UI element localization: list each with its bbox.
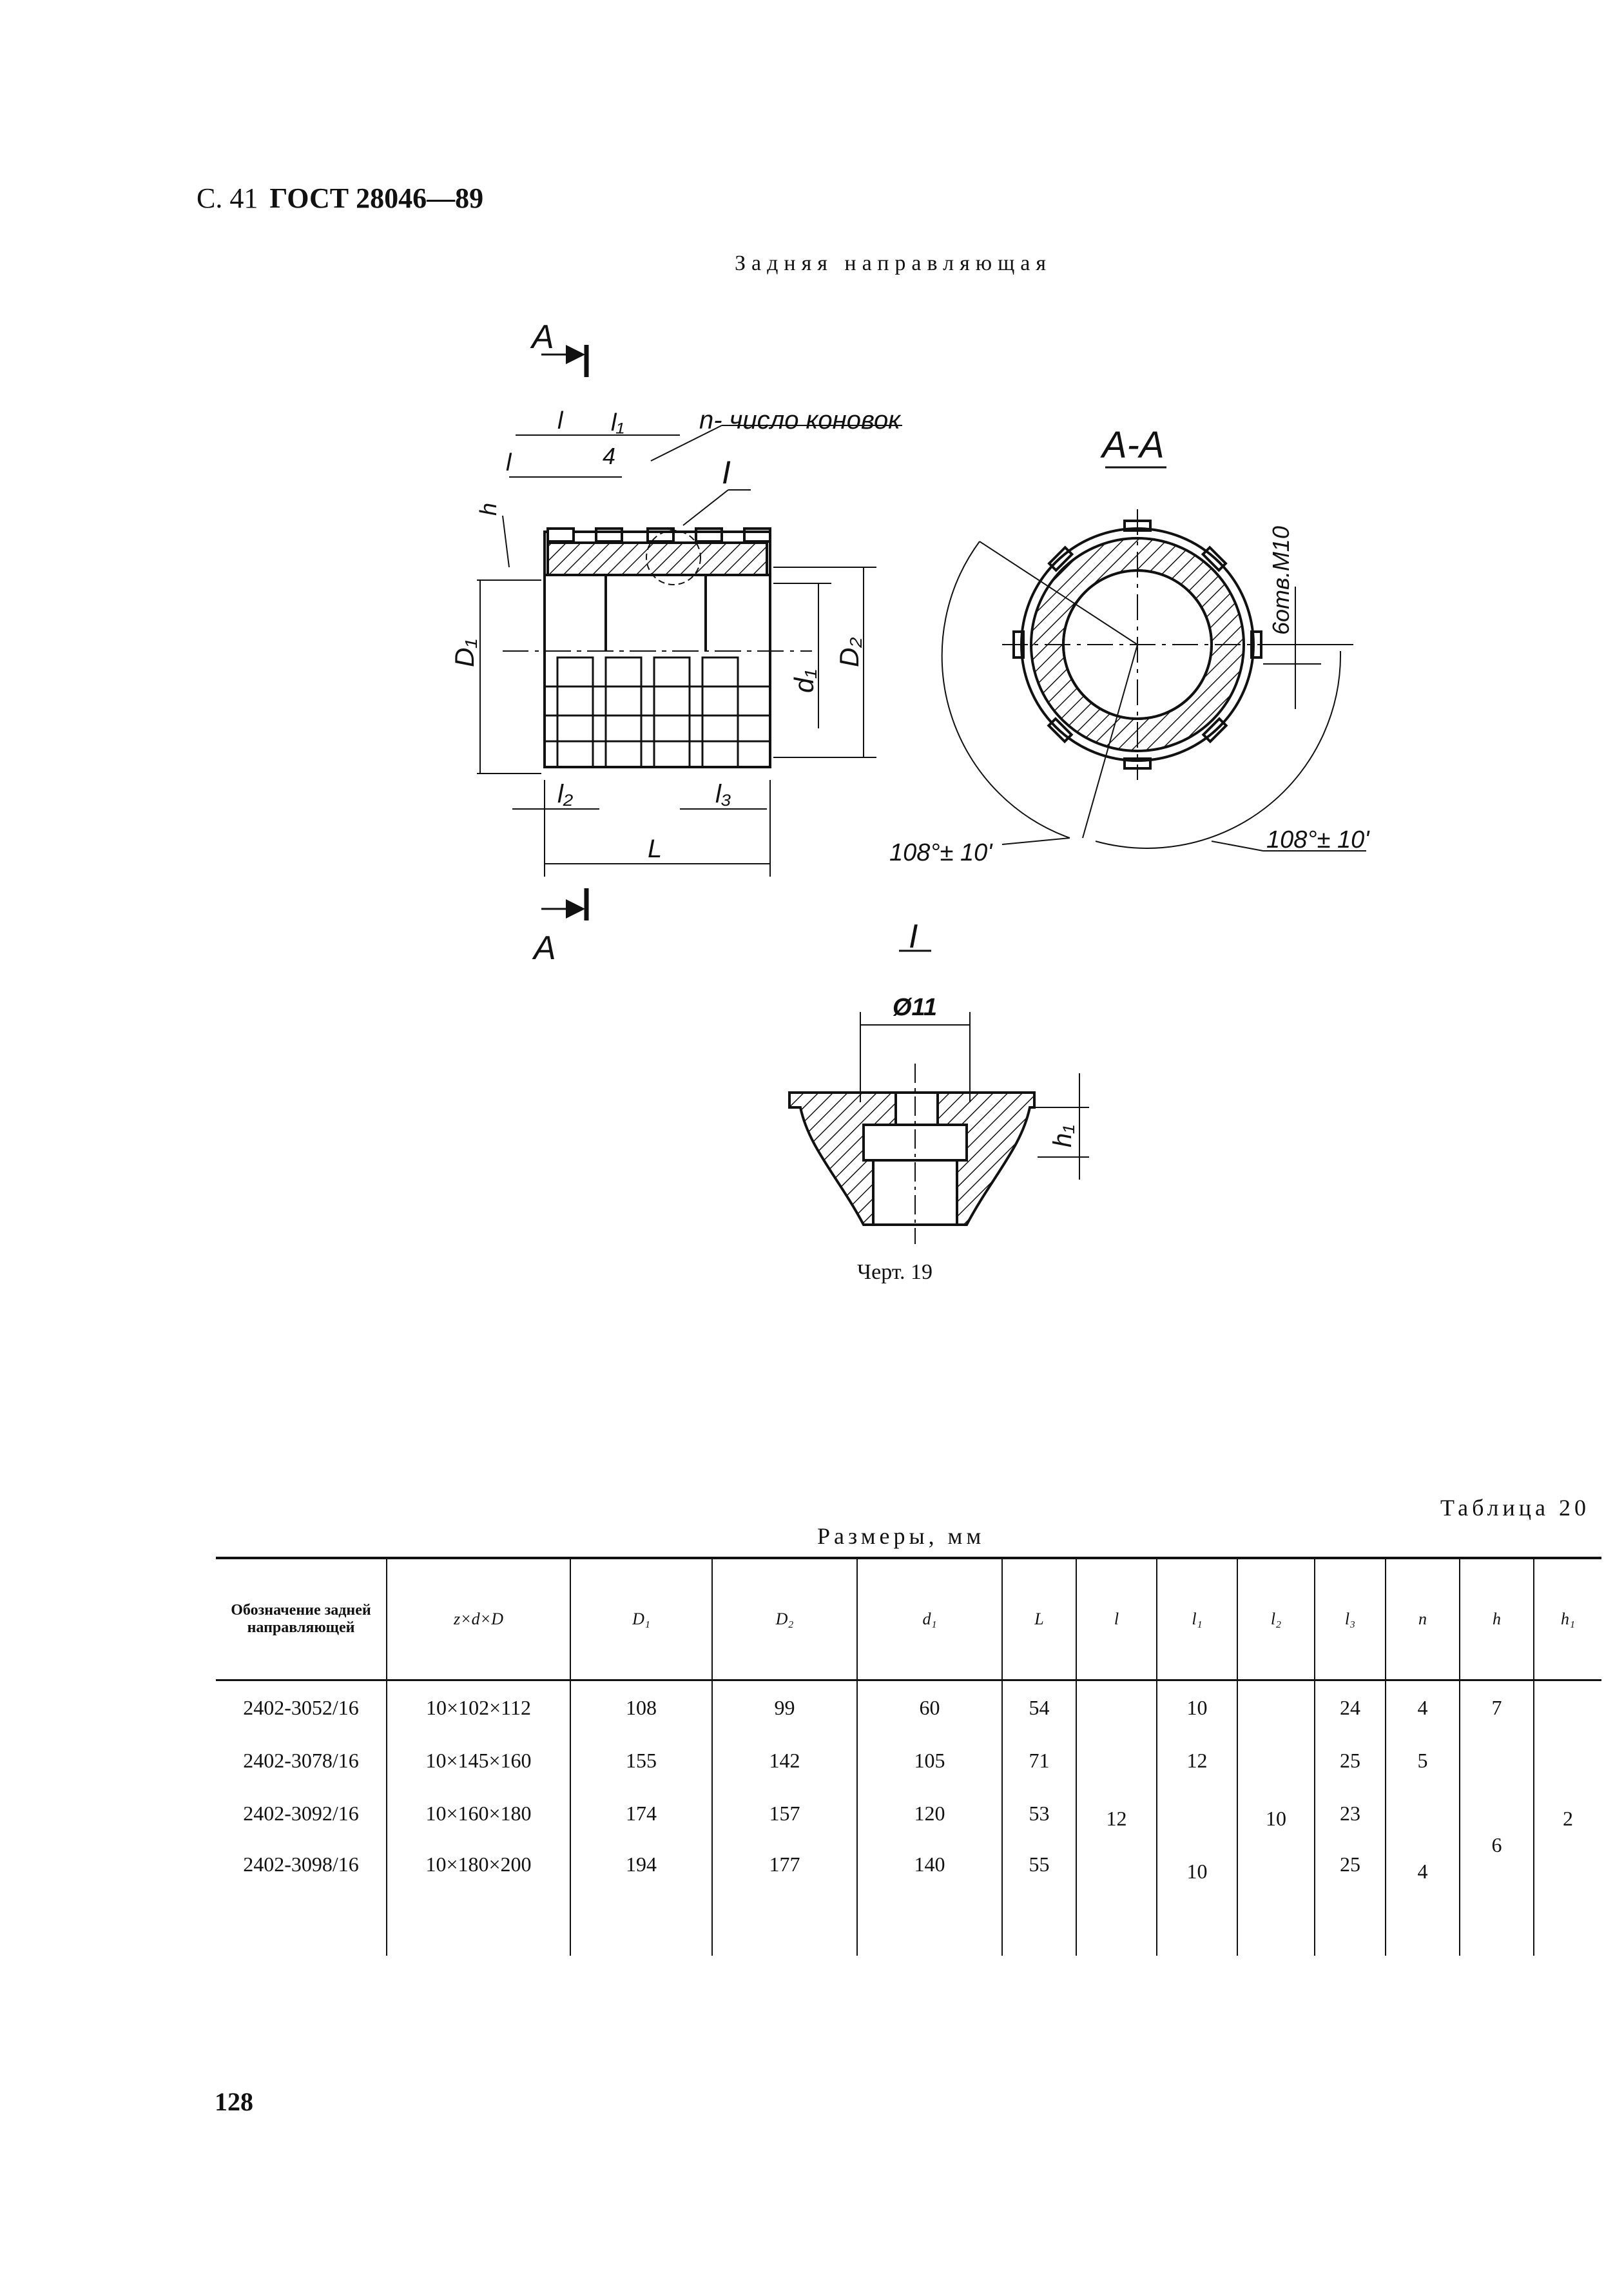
- dimension-L: L: [648, 835, 662, 863]
- cell-zdD: 10×180×200: [386, 1840, 570, 1956]
- detail-diameter: Ø11: [893, 994, 937, 1021]
- header-l2: l₂: [1237, 1557, 1315, 1681]
- section-aa-view: [941, 466, 1366, 852]
- table-units: Размеры, мм: [817, 1523, 985, 1549]
- cell-l-merged: 12: [1076, 1680, 1157, 1956]
- dimension-4: 4: [603, 443, 615, 469]
- dimension-l-small: l: [506, 449, 512, 476]
- header-L: L: [1001, 1557, 1076, 1681]
- cell-d1: 60: [856, 1680, 1002, 1734]
- cell-d1: 140: [856, 1840, 1002, 1956]
- dimension-l2: l₂: [557, 780, 573, 808]
- header-n: n: [1385, 1557, 1460, 1681]
- cell-l1: 10: [1156, 1680, 1237, 1734]
- dimensions-table: Обозначение задней направляющей z×d×D D₁…: [216, 1557, 1601, 1956]
- cell-zdD: 10×145×160: [386, 1734, 570, 1787]
- front-view: [477, 345, 902, 920]
- section-aa-title: А-А: [1100, 424, 1165, 466]
- header-l1: l₁: [1156, 1557, 1237, 1681]
- cell-n: 4: [1385, 1680, 1460, 1734]
- page-number: 128: [215, 2087, 253, 2116]
- header-l: l: [1076, 1557, 1157, 1681]
- section-arrow-top: А: [530, 318, 554, 356]
- dimension-h: h: [475, 503, 501, 516]
- cell-d1: 120: [856, 1787, 1002, 1840]
- cell-D1: 108: [570, 1680, 712, 1734]
- cell-l1-merged: 10: [1156, 1787, 1237, 1956]
- cell-l3: 23: [1314, 1787, 1386, 1840]
- detail-reference: I: [722, 454, 731, 491]
- cell-l1: 12: [1156, 1734, 1237, 1787]
- table-row: 2402-3052/16 10×102×112 108 99 60 54 12 …: [216, 1680, 1601, 1956]
- table-header-row: Обозначение задней направляющей z×d×D D₁…: [216, 1557, 1601, 1681]
- table-number: Таблица 20: [1440, 1495, 1590, 1521]
- dimension-h1: h₁: [1049, 1125, 1077, 1147]
- dimension-D2: D₂: [834, 638, 864, 667]
- cell-L: 71: [1001, 1734, 1076, 1787]
- angle-left: 108°± 10': [889, 839, 993, 866]
- detail-view: [788, 949, 1089, 1244]
- cell-designation: 2402-3092/16: [243, 1801, 359, 1825]
- dimension-l: l: [557, 407, 564, 434]
- page-reference: С. 41: [197, 182, 258, 214]
- angle-right: 108°± 10': [1266, 826, 1370, 853]
- header-h1: h₁: [1533, 1557, 1601, 1681]
- cell-D1: 155: [570, 1734, 712, 1787]
- dimension-D1: D₁: [449, 639, 479, 667]
- hole-note: 6отв.М10: [1268, 526, 1294, 635]
- cell-D2: 177: [711, 1840, 857, 1956]
- cell-h1-merged: 2: [1533, 1680, 1601, 1956]
- header-l3: l₃: [1314, 1557, 1386, 1681]
- header-D1: D₁: [570, 1557, 712, 1681]
- cell-l2-merged: 10: [1237, 1680, 1315, 1956]
- header-D2: D₂: [711, 1557, 857, 1681]
- dimension-l3: l₃: [715, 780, 731, 808]
- dimension-l1: l₁: [611, 409, 624, 436]
- cell-n-merged: 4: [1385, 1787, 1460, 1956]
- cell-h: 7: [1459, 1680, 1534, 1734]
- cell-D1: 174: [570, 1787, 712, 1840]
- standard-number: ГОСТ 28046—89: [269, 182, 484, 214]
- cell-L: 54: [1001, 1680, 1076, 1734]
- cell-zdD: 10×160×180: [386, 1787, 570, 1840]
- cell-designation: 2402-3078/16: [243, 1748, 359, 1772]
- technical-drawing: А А n- число коновок I А-А 6отв.М10 l l₁…: [449, 318, 1370, 1244]
- cell-l3: 24: [1314, 1680, 1386, 1734]
- cell-zdD: 10×102×112: [386, 1680, 570, 1734]
- table-row: 2402-3078/16 10×145×160 155 142 105 71 1…: [216, 1734, 1601, 1956]
- cell-h-merged: 6: [1459, 1734, 1534, 1956]
- spline-count-note: n- число коновок: [699, 406, 902, 434]
- cell-L: 53: [1001, 1787, 1076, 1840]
- table-row: 2402-3098/16 10×180×200 194 177 140 55 2…: [216, 1840, 1601, 1956]
- drawing-caption: Черт. 19: [857, 1260, 933, 1284]
- drawing-title: Задняя направляющая: [735, 251, 1052, 275]
- detail-title: I: [909, 918, 918, 955]
- header-zdD: z×d×D: [386, 1557, 570, 1681]
- cell-designation: 2402-3052/16: [243, 1695, 359, 1719]
- cell-designation: 2402-3098/16: [243, 1853, 359, 1876]
- table-row: 2402-3092/16 10×160×180 174 157 120 53 1…: [216, 1787, 1601, 1956]
- cell-D2: 157: [711, 1787, 857, 1840]
- header-h: h: [1459, 1557, 1534, 1681]
- section-arrow-bottom: А: [532, 930, 556, 967]
- cell-l3: 25: [1314, 1840, 1386, 1956]
- page-header: С. 41 ГОСТ 28046—89: [197, 182, 483, 215]
- cell-l3: 25: [1314, 1734, 1386, 1787]
- cell-L: 55: [1001, 1840, 1076, 1956]
- header-d1: d₁: [856, 1557, 1002, 1681]
- cell-D1: 194: [570, 1840, 712, 1956]
- cell-n: 5: [1385, 1734, 1460, 1787]
- header-designation: Обозначение задней направляющей: [216, 1557, 387, 1681]
- cell-D2: 142: [711, 1734, 857, 1787]
- cell-D2: 99: [711, 1680, 857, 1734]
- cell-d1: 105: [856, 1734, 1002, 1787]
- dimension-d1: d₁: [789, 669, 819, 693]
